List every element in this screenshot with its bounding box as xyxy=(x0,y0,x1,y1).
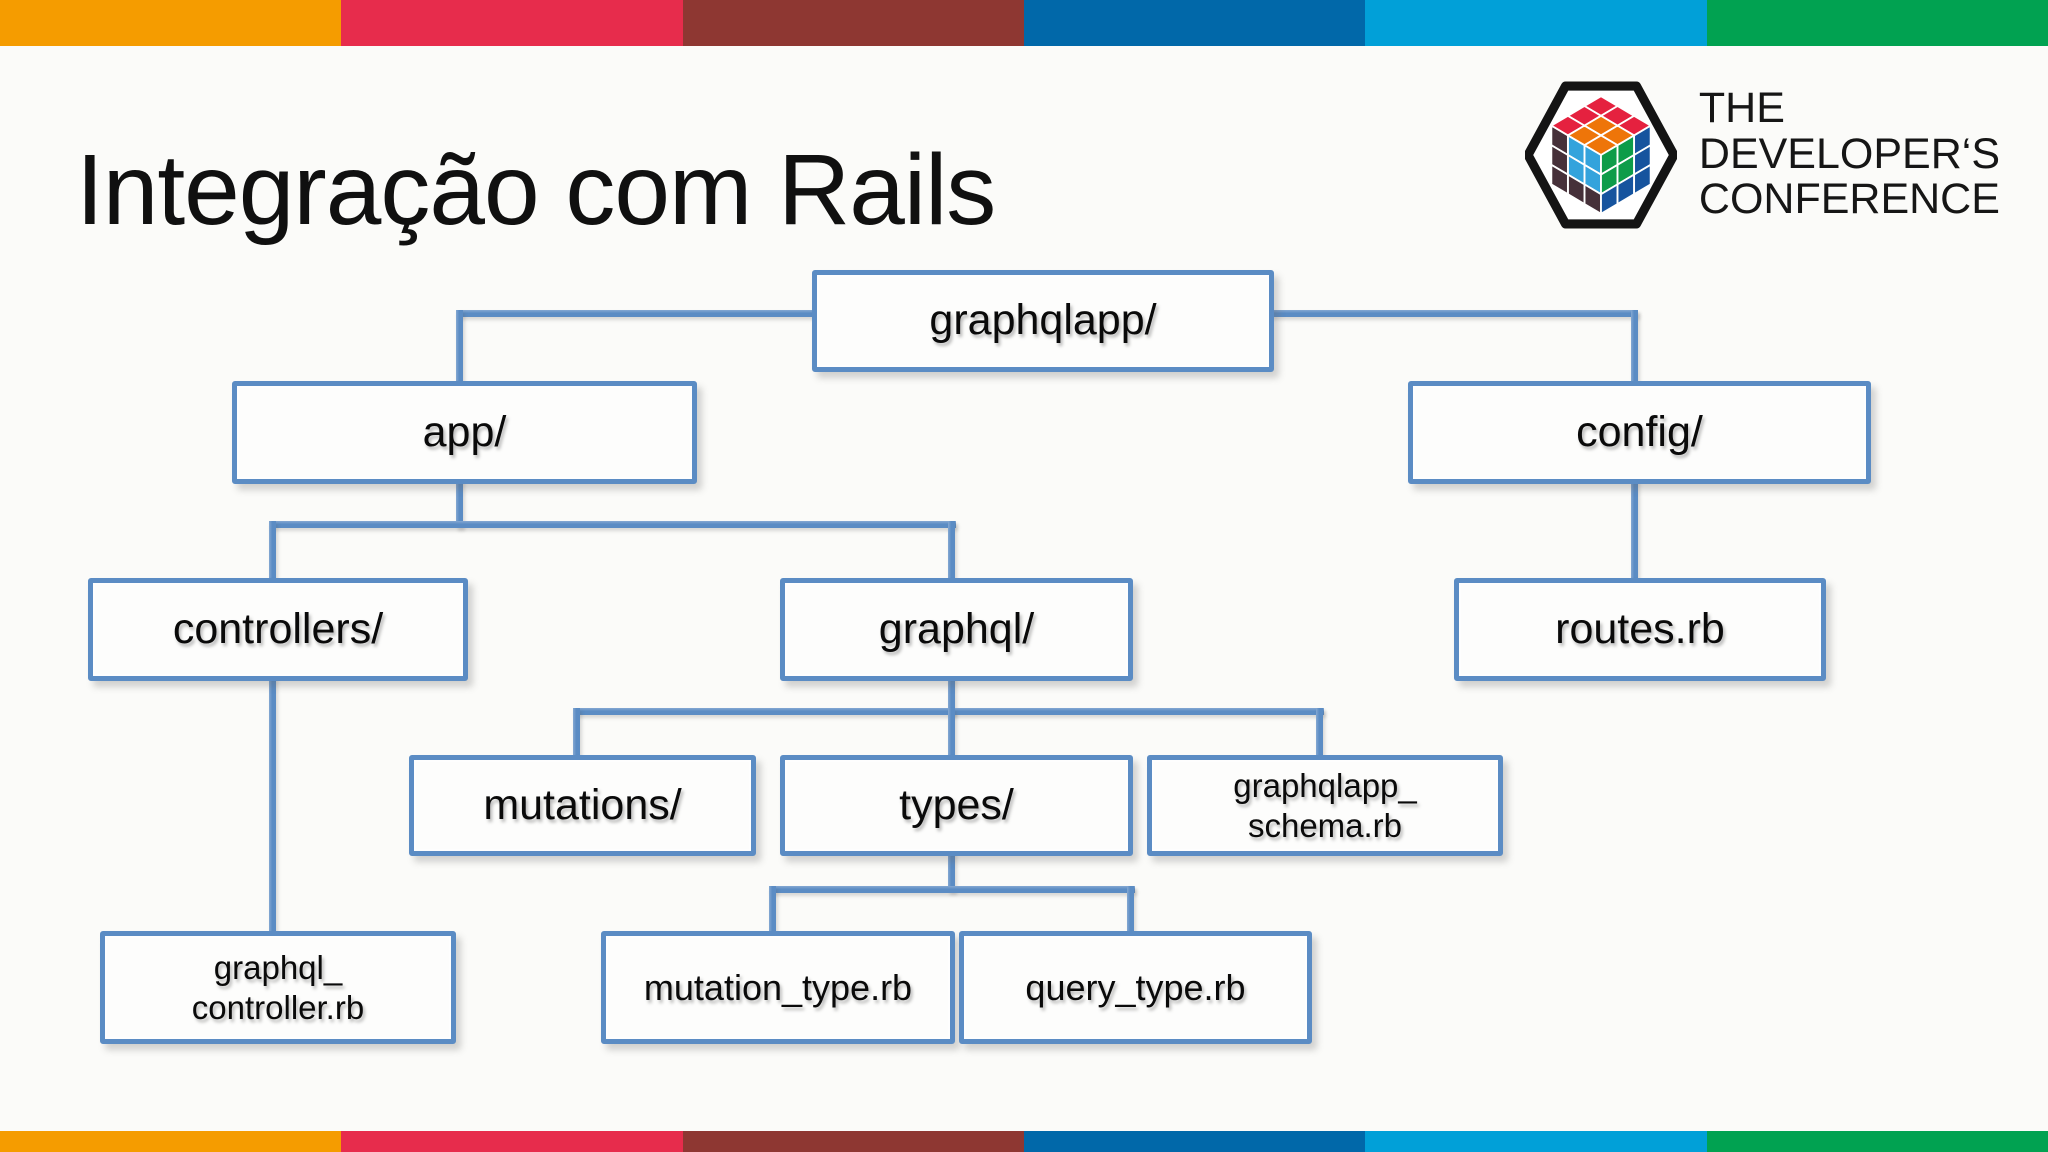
tdc-logo: THE DEVELOPER‘S CONFERENCE xyxy=(1524,80,2000,230)
bar-segment-cyan xyxy=(1365,0,1707,46)
tree-connector xyxy=(1127,886,1134,933)
node-types: types/ xyxy=(780,755,1133,856)
tdc-cube-logo xyxy=(1524,81,1677,229)
node-graphqlapp: graphqlapp/ xyxy=(812,270,1274,372)
node-label: mutations/ xyxy=(483,780,682,829)
node-label: mutation_type.rb xyxy=(643,966,913,1008)
bar-segment-maroon xyxy=(682,1131,1024,1152)
node-label: config/ xyxy=(1576,407,1703,456)
node-label: graphql_ controller.rb xyxy=(191,948,365,1026)
node-app: app/ xyxy=(232,381,697,484)
node-config: config/ xyxy=(1408,381,1871,484)
node-graphql: graphql/ xyxy=(780,578,1133,681)
slide-title: Integração com Rails xyxy=(76,134,996,246)
node-mutation-type: mutation_type.rb xyxy=(601,931,955,1044)
brand-bar-top xyxy=(0,0,2048,46)
tree-connector xyxy=(456,472,463,528)
tree-connector xyxy=(948,669,955,715)
bar-segment-maroon xyxy=(682,0,1024,46)
logo-wordmark: THE DEVELOPER‘S CONFERENCE xyxy=(1698,84,2000,224)
node-label: graphqlapp_ schema.rb xyxy=(1233,766,1417,844)
bar-segment-red xyxy=(341,1131,683,1152)
node-label: graphqlapp/ xyxy=(929,296,1157,345)
node-mutations: mutations/ xyxy=(409,755,756,856)
node-label: types/ xyxy=(899,780,1014,829)
tree-connector xyxy=(1263,310,1638,317)
tree-connector xyxy=(769,886,1135,893)
logo-line-1: THE xyxy=(1698,84,1785,132)
tree-connector xyxy=(456,310,816,317)
logo-line-3: CONFERENCE xyxy=(1698,175,2000,224)
tree-connector xyxy=(948,844,955,892)
tree-connector xyxy=(1631,472,1638,580)
node-routes: routes.rb xyxy=(1454,578,1826,681)
brand-bar-bottom xyxy=(0,1131,2048,1152)
bar-segment-blue xyxy=(1023,0,1366,46)
bar-segment-orange xyxy=(0,0,342,46)
tree-connector xyxy=(269,669,276,933)
tree-connector xyxy=(769,886,776,933)
tree-connector xyxy=(1631,310,1638,383)
bar-segment-red xyxy=(341,0,683,46)
bar-segment-green xyxy=(1706,0,2048,46)
tree-connector xyxy=(269,521,276,580)
tree-connector xyxy=(1316,708,1323,757)
tree-connector xyxy=(269,521,956,528)
node-label: query_type.rb xyxy=(1025,966,1246,1008)
tree-connector xyxy=(948,708,955,757)
tree-connector xyxy=(456,310,463,383)
bar-segment-orange xyxy=(0,1131,342,1152)
bar-segment-blue xyxy=(1023,1131,1366,1152)
node-controllers: controllers/ xyxy=(88,578,468,681)
node-query-type: query_type.rb xyxy=(959,931,1312,1044)
node-label: controllers/ xyxy=(172,604,384,653)
node-label: graphql/ xyxy=(878,604,1035,653)
logo-line-2: DEVELOPER‘S xyxy=(1698,129,2000,178)
node-label: app/ xyxy=(422,407,507,456)
node-label: routes.rb xyxy=(1555,604,1725,653)
node-graphqlapp-schema: graphqlapp_ schema.rb xyxy=(1147,755,1503,856)
tree-connector xyxy=(573,708,580,757)
bar-segment-green xyxy=(1706,1131,2048,1152)
bar-segment-cyan xyxy=(1365,1131,1707,1152)
node-graphql-controller: graphql_ controller.rb xyxy=(100,931,456,1044)
tree-connector xyxy=(948,521,955,580)
